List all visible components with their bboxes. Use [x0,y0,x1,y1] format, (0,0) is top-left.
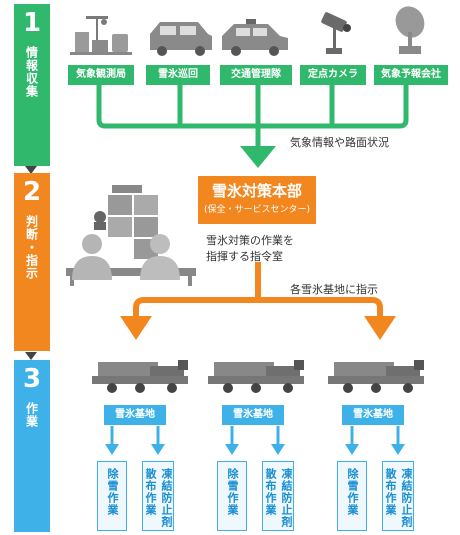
down-arrow-icon [120,316,152,340]
hq-box: 雪氷対策本部 (保全・サービスセンター) [198,176,316,224]
snow-base-label: 雪氷基地 [104,405,166,425]
antifreeze-spreading-work: 凍結防止剤散布作業 [262,461,294,531]
snow-removal-work: 除雪作業 [337,461,367,531]
down-triangle-icon [25,166,37,174]
info-flow-label: 気象情報や路面状況 [290,136,389,149]
hq-description-line1: 雪氷対策の作業を [206,234,294,247]
down-arrow-icon [105,444,405,455]
weather-station-icon [70,16,132,55]
step-2-bar: 2 判断・指示 [14,173,50,351]
step-label: 判断・指示 [24,215,39,280]
source-traffic-control: 交通管理隊 [220,65,292,85]
hq-title: 雪氷対策本部 [211,182,302,200]
source-weather-forecaster: 気象予報会社 [374,65,448,85]
step-label: 情報収集 [24,46,39,98]
down-arrow-icon [240,146,276,168]
traffic-control-car-icon [222,19,288,56]
snow-removal-truck-icon [208,360,304,393]
snow-removal-truck-icon [92,360,188,393]
patrol-car-icon [150,22,212,56]
satellite-dish-icon [395,6,425,54]
step-1-bar: 1 情報収集 [14,4,50,166]
snow-removal-truck-icon [328,360,424,393]
snow-removal-work: 除雪作業 [217,461,247,531]
snow-base-label: 雪氷基地 [342,405,404,425]
step-number: 3 [22,364,42,394]
hq-subtitle: (保全・サービスセンター) [203,205,311,215]
instruction-label: 各雪氷基地に指示 [290,283,378,296]
source-weather-station: 気象観測局 [68,65,134,85]
snow-removal-work: 除雪作業 [97,461,127,531]
control-room-illustration [66,185,196,286]
step-3-bar: 3 作業 [14,360,50,532]
step-label: 作業 [24,402,39,428]
antifreeze-spreading-work: 凍結防止剤散布作業 [142,461,174,531]
down-arrow-icon [364,316,396,340]
hq-description-line2: 指揮する指令室 [206,250,283,263]
snow-base-label: 雪氷基地 [222,405,284,425]
step-number: 1 [22,8,42,38]
down-triangle-icon [25,352,37,360]
step-number: 2 [22,177,42,207]
work-connector [110,426,400,446]
instruction-connector [133,262,383,320]
source-fixed-camera: 定点カメラ [300,65,366,85]
antifreeze-spreading-work: 凍結防止剤散布作業 [382,461,414,531]
fixed-camera-icon [321,12,351,54]
source-snow-patrol: 雪氷巡回 [146,65,210,85]
